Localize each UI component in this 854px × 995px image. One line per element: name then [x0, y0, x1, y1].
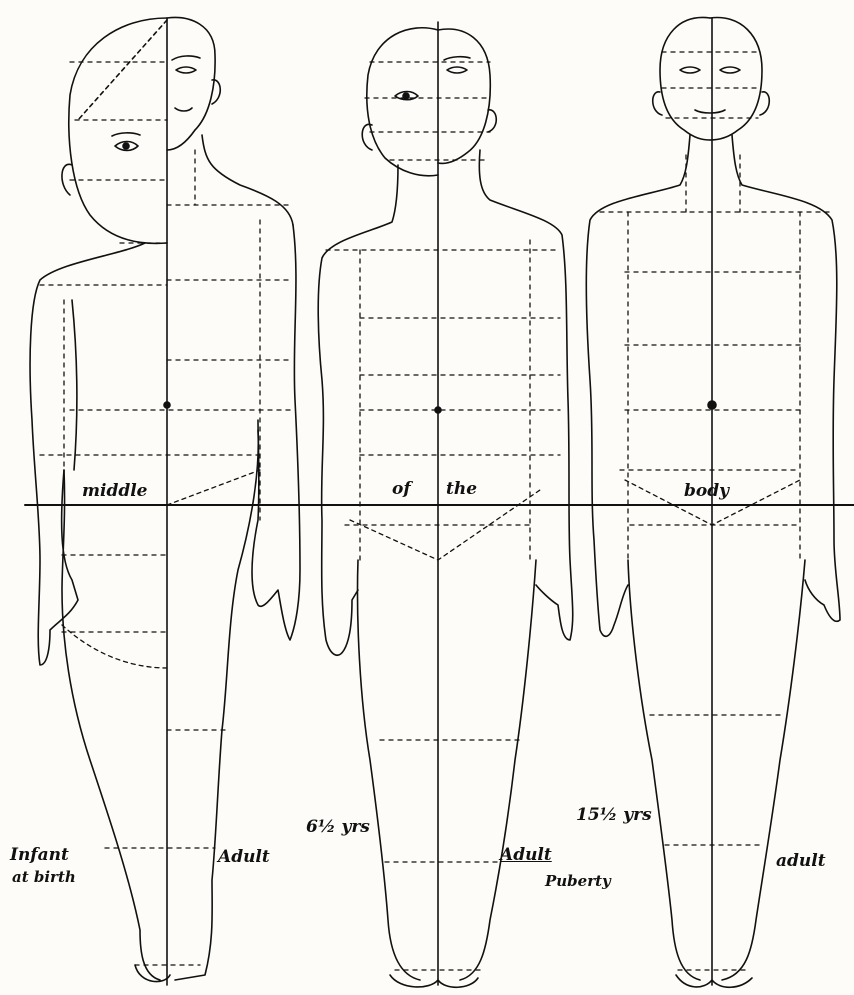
label-adult-2: Adult — [500, 846, 552, 864]
label-puberty: Puberty — [545, 872, 611, 890]
figure-youth-adult — [586, 18, 840, 988]
child-head-outline — [367, 28, 438, 176]
infant-head-outline — [69, 18, 167, 243]
puberty-eye — [447, 67, 467, 73]
label-middle: middle — [82, 482, 148, 500]
adult-eye — [176, 67, 196, 73]
youth-eye-left — [680, 67, 700, 73]
label-body: body — [684, 482, 729, 500]
label-at-birth: at birth — [12, 868, 76, 886]
adult-head-outline — [167, 17, 215, 150]
youth-eye-right — [720, 67, 740, 73]
label-age-15-half: 15½ yrs — [576, 806, 652, 824]
infant-body-outline — [30, 243, 145, 665]
label-infant: Infant — [10, 846, 69, 864]
label-adult-3: adult — [776, 852, 826, 870]
label-the: the — [446, 480, 477, 498]
label-of: of — [392, 480, 411, 498]
label-adult-1: Adult — [218, 848, 270, 866]
label-age-6-half: 6½ yrs — [306, 818, 370, 836]
youth-head-outline — [660, 18, 710, 140]
